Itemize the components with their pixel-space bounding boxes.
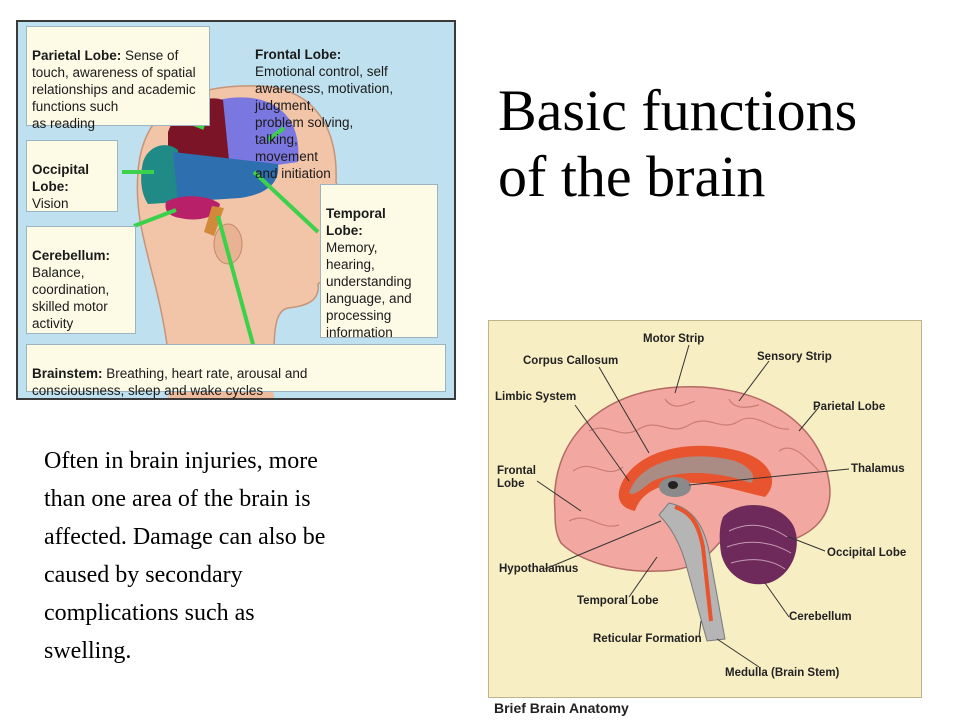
label-sensory-strip: Sensory Strip	[757, 351, 832, 363]
brainstem-name: Brainstem:	[32, 366, 103, 381]
sagittal-brain-illustration	[536, 344, 850, 668]
label-frontal-lobe: Frontal Lobe	[497, 465, 536, 490]
temporal-lobe-region	[173, 152, 279, 202]
arrow-frontal	[266, 126, 286, 142]
label-medulla: Medulla (Brain Stem)	[725, 667, 840, 679]
parietal-lobe-desc: Sense of touch, awareness of spatial rel…	[32, 48, 196, 131]
parietal-lobe-box: Parietal Lobe: Sense of touch, awareness…	[26, 26, 210, 131]
brainstem-desc: Breathing, heart rate, arousal and consc…	[32, 366, 308, 398]
label-temporal-lobe: Temporal Lobe	[577, 595, 659, 607]
temporal-lobe-box: Temporal Lobe: Memory, hearing, understa…	[320, 184, 438, 340]
occipital-lobe-region	[141, 145, 180, 204]
gyri-texture	[568, 398, 820, 527]
cerebellum-name: Cerebellum:	[32, 248, 111, 263]
head-illustration	[122, 85, 349, 398]
temporal-lobe-name: Temporal Lobe:	[326, 206, 386, 238]
slide-title: Basic functions of the brain	[498, 78, 858, 209]
label-occipital-lobe: Occipital Lobe	[827, 547, 907, 559]
arrow-cerebellum	[133, 208, 177, 228]
leader-lines	[536, 344, 850, 668]
brainstem-box: Brainstem: Breathing, heart rate, arousa…	[26, 344, 446, 398]
right-brain-anatomy-diagram: Motor Strip Corpus Callosum Sensory Stri…	[488, 320, 922, 698]
diagram-caption: Brief Brain Anatomy	[494, 700, 629, 716]
frontal-lobe-region	[214, 97, 299, 172]
reticular-core	[674, 505, 713, 622]
thalamus-dot	[668, 481, 678, 489]
arrow-temporal	[252, 170, 320, 234]
label-reticular-formation: Reticular Formation	[593, 633, 702, 645]
label-hypothalamus: Hypothalamus	[499, 563, 579, 575]
parietal-lobe-name: Parietal Lobe:	[32, 48, 122, 63]
label-parietal-lobe: Parietal Lobe	[813, 401, 886, 413]
label-cerebellum: Cerebellum	[789, 611, 852, 623]
arrow-brainstem	[216, 215, 256, 349]
occipital-lobe-box: Occipital Lobe: Vision	[26, 140, 118, 212]
label-corpus-callosum: Corpus Callosum	[523, 355, 619, 367]
label-thalamus: Thalamus	[851, 463, 905, 475]
cerebellum-region	[719, 505, 797, 585]
slide-paragraph: Often in brain injuries, more than one a…	[44, 448, 326, 664]
temporal-lobe-desc: Memory, hearing, understanding language,…	[326, 240, 412, 340]
cerebellum-region	[165, 196, 220, 220]
label-motor-strip: Motor Strip	[643, 333, 705, 345]
corpus-callosum-band	[629, 456, 754, 494]
frontal-lobe-desc: Emotional control, self awareness, motiv…	[255, 64, 394, 181]
brainstem-region	[204, 206, 224, 236]
occipital-lobe-desc: Vision	[32, 196, 69, 211]
left-brain-diagram: Parietal Lobe: Sense of touch, awareness…	[16, 20, 456, 400]
cerebellum-desc: Balance, coordination, skilled motor act…	[32, 265, 110, 331]
cerebellum-box: Cerebellum: Balance, coordination, skill…	[26, 226, 136, 334]
frontal-lobe-name: Frontal Lobe:	[255, 47, 342, 62]
occipital-lobe-name: Occipital Lobe:	[32, 162, 90, 194]
label-limbic-system: Limbic System	[495, 391, 577, 403]
cerebellum-texture	[726, 524, 792, 570]
frontal-lobe-box: Frontal Lobe: Emotional control, self aw…	[250, 26, 450, 181]
